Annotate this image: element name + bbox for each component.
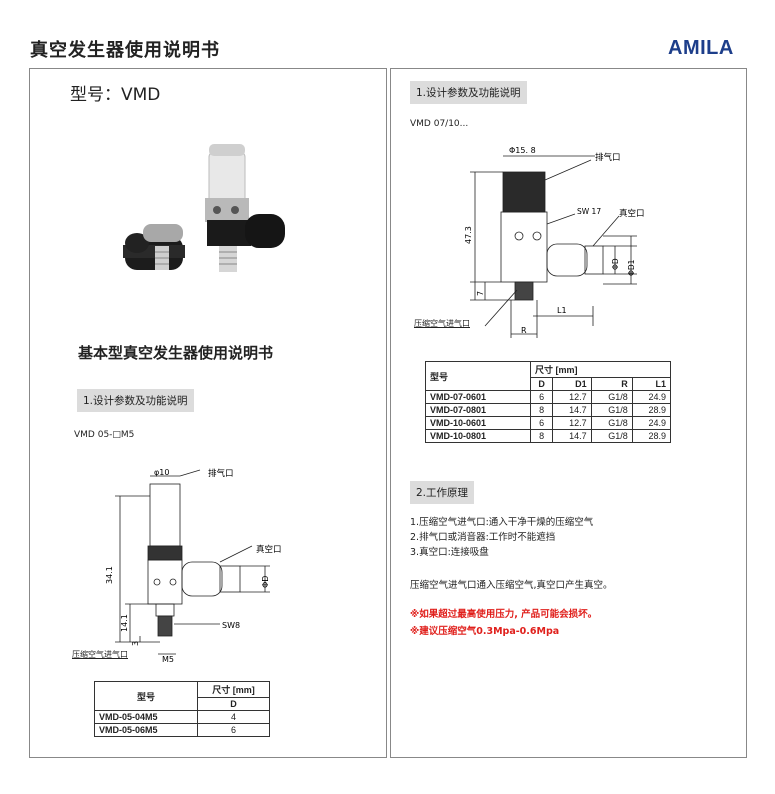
table-row: VMD-05-04M5 4 (94, 710, 270, 724)
right-table-header-d: D (529, 377, 554, 391)
right-technical-drawing: Φ15. 8 排气口 SW 17 真空口 47.3 7 ΦD ΦD1 L1 R (464, 146, 645, 338)
right-row-d: 6 (529, 416, 554, 430)
table-row: VMD-07-0801 8 14.7 G1/8 28.9 (425, 403, 672, 417)
right-bore-d1-label: ΦD1 (627, 259, 636, 276)
brand-logo: AMILA (668, 37, 734, 59)
right-table-header-r: R (590, 377, 633, 391)
right-row-d1: 14.7 (552, 429, 592, 443)
right-exhaust-label: 排气口 (595, 152, 621, 163)
left-inlet-label: 压缩空气进气口 (72, 650, 128, 659)
section-label-design: 1.设计参数及功能说明 (77, 389, 194, 412)
left-row-d: 4 (197, 710, 270, 724)
right-vacuum-label: 真空口 (619, 208, 645, 219)
right-table-header-model: 型号 (425, 361, 531, 391)
variant-label-right: VMD 07/10... (410, 119, 469, 129)
right-table-header-d1: D1 (552, 377, 592, 391)
right-r-label: R (521, 326, 527, 335)
left-table-header-d: D (197, 697, 270, 711)
right-row-r: G1/8 (590, 403, 633, 417)
right-row-l1: 28.9 (631, 403, 672, 417)
right-table-header-size: 尺寸 [mm] (530, 361, 671, 378)
warning-recommended: ※建议压缩空气0.3Mpa-0.6Mpa (410, 626, 560, 637)
right-inlet-label: 压缩空气进气口 (414, 319, 470, 328)
left-vacuum-label: 真空口 (256, 544, 282, 555)
left-row-model: VMD-05-04M5 (94, 710, 198, 724)
principle-item: 2.排气口或消音器:工作时不能遮挡 (410, 532, 556, 543)
document-title: 真空发生器使用说明书 (30, 40, 220, 61)
right-bore-d-label: ΦD (611, 258, 620, 270)
table-row: VMD-10-0801 8 14.7 G1/8 28.9 (425, 429, 672, 443)
warning-pressure: ※如果超过最高使用压力, 产品可能会损坏。 (410, 609, 598, 620)
right-spec-table: 型号 尺寸 [mm] D D1 R L1 VMD-07-0601 6 12.7 … (425, 361, 672, 443)
right-l1-label: L1 (557, 306, 567, 315)
right-row-model: VMD-10-0601 (425, 416, 531, 430)
right-row-d: 8 (529, 429, 554, 443)
right-panel (390, 68, 747, 758)
large-vacuum-generator-image (205, 144, 285, 272)
product-photo (123, 144, 285, 272)
left-spec-table: 型号 尺寸 [mm] D VMD-05-04M5 4 VMD-05-06M5 6 (94, 681, 270, 737)
right-row-l1: 28.9 (631, 429, 672, 443)
left-technical-drawing: φ10 排气口 真空口 34.1 14.1 3 SW8 M5 ΦD (105, 468, 282, 664)
principle-summary: 压缩空气进气口通入压缩空气,真空口产生真空。 (410, 580, 613, 591)
left-table-header-size: 尺寸 [mm] (197, 681, 270, 698)
right-row-l1: 24.9 (631, 416, 672, 430)
left-wrench-label: SW8 (222, 621, 240, 630)
left-row-model: VMD-05-06M5 (94, 723, 198, 737)
left-bore-label: ΦD (261, 576, 270, 588)
principle-item: 1.压缩空气进气口:通入干净干燥的压缩空气 (410, 517, 594, 528)
right-dim-diameter: Φ15. 8 (509, 146, 536, 155)
right-row-d1: 12.7 (552, 416, 592, 430)
section-label-design-right: 1.设计参数及功能说明 (410, 81, 527, 104)
left-exhaust-label: 排气口 (208, 468, 234, 479)
left-table-header-model: 型号 (94, 681, 198, 711)
right-row-d: 6 (529, 390, 554, 404)
subtitle: 基本型真空发生器使用说明书 (78, 344, 274, 362)
small-vacuum-generator-image (123, 224, 185, 270)
table-row: VMD-10-0601 6 12.7 G1/8 24.9 (425, 416, 672, 430)
right-row-d1: 14.7 (552, 403, 592, 417)
left-dim-diameter: φ10 (154, 468, 169, 477)
section-label-principle: 2.工作原理 (410, 481, 475, 504)
right-row-r: G1/8 (590, 390, 633, 404)
right-row-d: 8 (529, 403, 554, 417)
left-panel (29, 68, 387, 758)
right-row-model: VMD-07-0601 (425, 390, 531, 404)
right-row-r: G1/8 (590, 416, 633, 430)
variant-label: VMD 05-□M5 (74, 430, 135, 440)
right-wrench-label: SW 17 (577, 207, 601, 216)
principle-item: 3.真空口:连接吸盘 (410, 547, 489, 558)
right-row-r: G1/8 (590, 429, 633, 443)
left-dim-height-lower: 14.1 (120, 614, 129, 632)
left-row-d: 6 (197, 723, 270, 737)
right-dim-height-total: 47.3 (464, 226, 473, 244)
right-row-d1: 12.7 (552, 390, 592, 404)
right-row-l1: 24.9 (631, 390, 672, 404)
model-title: 型号：VMD (70, 85, 161, 105)
right-table-header-l1: L1 (631, 377, 672, 391)
right-row-model: VMD-10-0801 (425, 429, 531, 443)
left-dim-height-total: 34.1 (105, 566, 114, 584)
right-row-model: VMD-07-0801 (425, 403, 531, 417)
right-dim-height-base: 7 (476, 291, 485, 296)
principle-list: 1.压缩空气进气口:通入干净干燥的压缩空气 2.排气口或消音器:工作时不能遮挡 … (410, 515, 593, 560)
table-row: VMD-07-0601 6 12.7 G1/8 24.9 (425, 390, 672, 404)
left-dim-height-base: 3 (131, 641, 140, 646)
table-row: VMD-05-06M5 6 (94, 723, 270, 737)
left-thread-label: M5 (162, 655, 174, 664)
